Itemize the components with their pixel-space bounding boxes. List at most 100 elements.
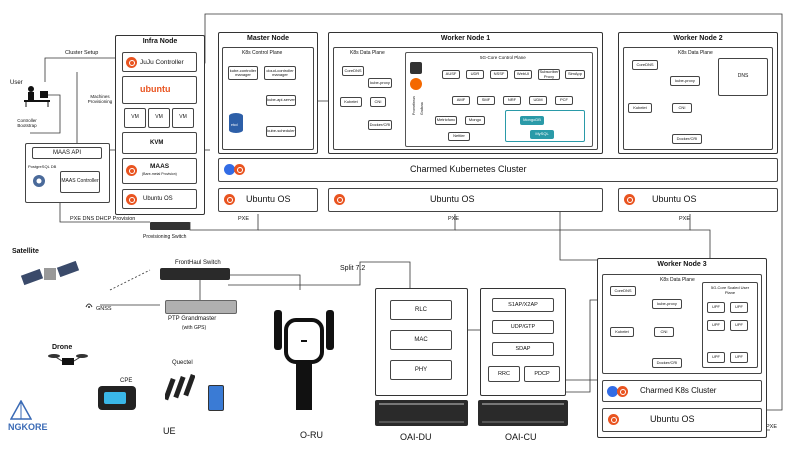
cpe-label: CPE xyxy=(120,378,133,384)
cpe-screen-icon xyxy=(104,392,126,404)
oai-du-label: OAI-DU xyxy=(400,432,432,442)
pxe-label-worker2: PXE xyxy=(679,216,691,222)
worker3-docker: Docker/CRI xyxy=(652,358,682,368)
worker2-kube-proxy: kube-proxy xyxy=(670,76,700,86)
worker1-docker: Docker/CRI xyxy=(368,120,392,130)
worker3-charmed-label: Charmed K8s Cluster xyxy=(640,386,717,395)
charmed-cluster-bar xyxy=(218,158,778,182)
nf-subscriber-proxy: Subscriber Proxy xyxy=(538,69,560,80)
oai-cu-label: OAI-CU xyxy=(505,432,537,442)
worker3-cni: CNI xyxy=(654,327,674,337)
drone-icon xyxy=(48,352,88,370)
worker3-os-label: Ubuntu OS xyxy=(650,414,695,424)
worker1-title: Worker Node 1 xyxy=(440,35,491,42)
worker3-coredns: CoreDNS xyxy=(610,286,636,296)
oai-du-server-icon xyxy=(375,400,468,426)
maas-icon xyxy=(126,165,137,176)
machines-provisioning-label: Machines Provisioning xyxy=(87,94,113,104)
charmed-cluster-label: Charmed Kubernetes Cluster xyxy=(410,164,527,174)
user-label: User xyxy=(10,80,23,86)
du-mac: MAC xyxy=(390,330,452,350)
maas-controller: MAAS Controller xyxy=(60,171,100,193)
gnss-label: GNSS xyxy=(96,306,112,312)
pxe-label-worker3: PXE xyxy=(766,424,778,430)
nf-nrf: NRF xyxy=(503,96,521,105)
core-plane-label: 5G-Core Control Plane xyxy=(480,55,526,60)
gnss-icon xyxy=(84,296,94,308)
infra-node-title: Infra Node xyxy=(142,38,178,45)
worker3-kubernetes-icon xyxy=(607,386,618,397)
nf-nssf: NSSF xyxy=(490,70,508,79)
kvm-label: KVM xyxy=(150,140,164,146)
worker2-plane-label: K8s Data Plane xyxy=(678,50,713,56)
user-desk-icon xyxy=(22,85,52,107)
gear-icon xyxy=(30,172,48,190)
cu-rrc: RRC xyxy=(488,366,520,382)
upf-6: UPF xyxy=(730,352,748,363)
upf-4: UPF xyxy=(730,320,748,331)
nf-metricfunc: Metricfunc xyxy=(435,116,457,125)
grafana-label: Grafana xyxy=(420,102,424,115)
juju-controller xyxy=(122,52,197,72)
nf-udm: UDM xyxy=(529,96,547,105)
maas-api: MAAS API xyxy=(32,147,102,159)
quectel-modules-icon xyxy=(163,372,196,408)
satellite-label: Satellite xyxy=(12,248,39,255)
master-os-label: Ubuntu OS xyxy=(246,194,291,204)
upf-plane-label: 5G-Core Scaled User Plane xyxy=(710,285,750,295)
infra-os-icon xyxy=(126,194,137,205)
drone-label: Drone xyxy=(52,344,73,351)
worker2-docker: Docker/CRI xyxy=(672,134,702,144)
provisioning-switch-label: Provisioning Switch xyxy=(143,234,187,240)
etcd-label: etcd xyxy=(231,123,238,127)
cu-udp: UDP/GTP xyxy=(492,320,554,334)
maas-label: MAAS xyxy=(150,163,170,170)
upf-5: UPF xyxy=(707,352,725,363)
provision-line-label: PXE DNS DHCP Provision xyxy=(70,216,136,222)
ptp-sub-label: (with GPS) xyxy=(182,325,207,331)
worker2-kubelet: Kubelet xyxy=(628,103,652,113)
worker1-os-box xyxy=(328,188,603,212)
worker1-cni: CNI xyxy=(370,97,386,107)
nf-webui: WebUI xyxy=(514,70,532,79)
juju-icon xyxy=(126,57,137,68)
ptp-label: PTP Grandmaster xyxy=(168,316,217,322)
worker3-kube-proxy: kube-proxy xyxy=(652,299,682,309)
du-phy: PHY xyxy=(390,360,452,380)
ptp-device-icon xyxy=(165,300,237,314)
worker2-cni: CNI xyxy=(672,103,692,113)
worker2-coredns: CoreDNS xyxy=(632,60,658,70)
worker1-coredns: CoreDNS xyxy=(342,66,364,76)
nf-udr: UDR xyxy=(466,70,484,79)
nf-ausf: AUSF xyxy=(442,70,460,79)
fronthaul-switch-label: FrontHaul Switch xyxy=(175,260,221,266)
worker3-title: Worker Node 3 xyxy=(657,261,707,268)
nf-smf: SMF xyxy=(477,96,495,105)
upf-1: UPF xyxy=(707,302,725,313)
api-server: kube-api-server xyxy=(266,95,296,106)
upf-3: UPF xyxy=(707,320,725,331)
nf-nettler: Nettler xyxy=(448,132,470,141)
du-rlc: RLC xyxy=(390,300,452,320)
worker3-os-box xyxy=(602,408,762,432)
worker1-kube-proxy: kube-proxy xyxy=(368,78,392,88)
worker3-charmed-box xyxy=(602,380,762,402)
pxe-label-worker1: PXE xyxy=(448,216,460,222)
quectel-label: Quectel xyxy=(172,360,193,366)
worker1-os-label: Ubuntu OS xyxy=(430,194,475,204)
juju-label: JuJu Controller xyxy=(140,59,184,66)
worker3-charmed-ubuntu-icon xyxy=(617,386,628,397)
infra-os-label: Ubuntu OS xyxy=(143,196,173,202)
hypervisor-box xyxy=(122,76,197,104)
ue-label: UE xyxy=(163,426,176,436)
oru-antenna-icon xyxy=(272,292,336,412)
vm-2: VM xyxy=(148,108,170,128)
oru-label: O-RU xyxy=(300,430,323,440)
split-label: Split 7.2 xyxy=(340,265,366,272)
pxe-label-master: PXE xyxy=(238,216,250,222)
nf-mongo: Mongo xyxy=(465,116,485,125)
nf-simapp: SimApp xyxy=(565,70,585,79)
worker3-plane-label: K8s Data Plane xyxy=(660,277,695,283)
kubernetes-icon xyxy=(224,164,235,175)
cu-pdcp: PDCP xyxy=(524,366,560,382)
